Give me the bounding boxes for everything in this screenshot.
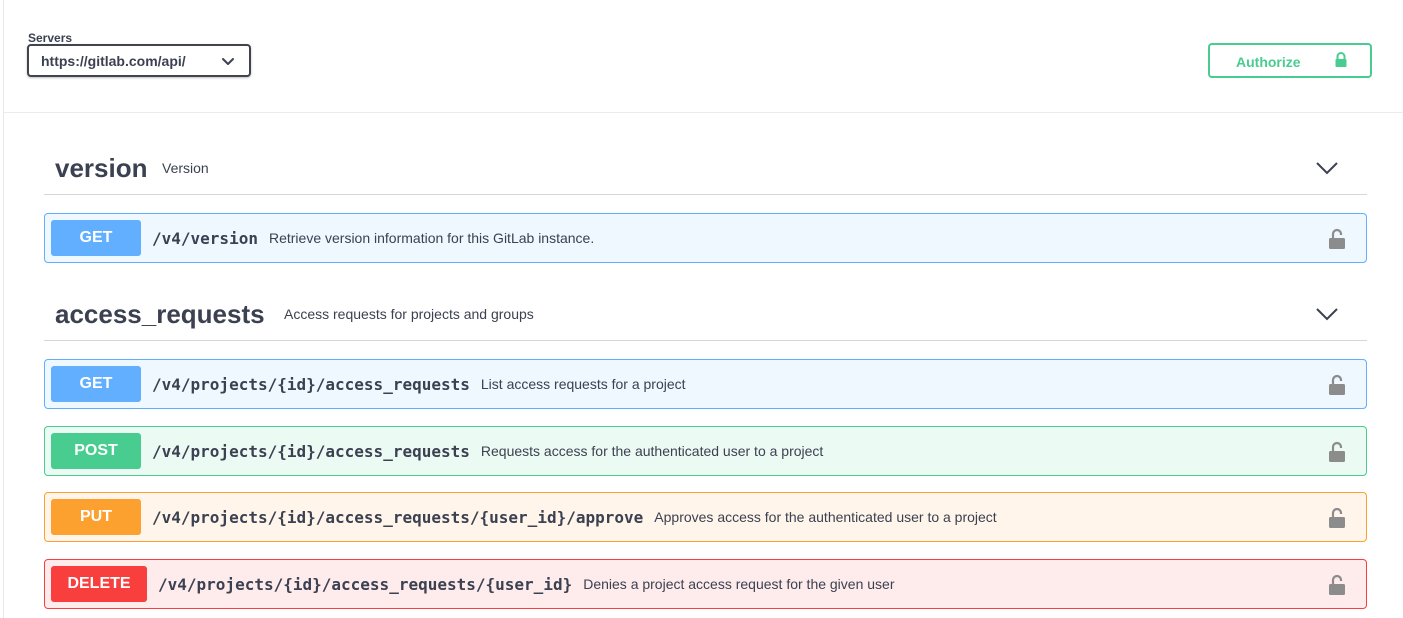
operation-summary: Requests access for the authenticated us…: [480, 443, 824, 459]
tag-title: access_requests: [55, 299, 265, 329]
unlocked-padlock-icon[interactable]: [1328, 507, 1346, 529]
unlocked-padlock-icon[interactable]: [1328, 228, 1346, 250]
chevron-down-icon[interactable]: [1315, 306, 1339, 322]
tag-title: version: [55, 153, 148, 183]
operation-put-approve-access-request[interactable]: PUT /v4/projects/{id}/access_requests/{u…: [44, 492, 1367, 542]
operation-path: /v4/projects/{id}/access_requests: [152, 374, 470, 394]
servers-label: Servers: [28, 31, 73, 45]
authorize-button[interactable]: Authorize: [1208, 43, 1372, 78]
method-badge: POST: [51, 433, 141, 469]
unlocked-padlock-icon[interactable]: [1328, 374, 1346, 396]
operation-summary: Approves access for the authenticated us…: [654, 509, 997, 525]
tag-description: Access requests for projects and groups: [284, 306, 534, 322]
operation-post-access-requests[interactable]: POST /v4/projects/{id}/access_requests R…: [44, 426, 1367, 476]
tag-header-access-requests[interactable]: access_requests Access requests for proj…: [44, 288, 1367, 341]
operation-path: /v4/projects/{id}/access_requests/{user_…: [152, 507, 644, 527]
operation-summary: Denies a project access request for the …: [583, 576, 895, 592]
chevron-down-icon: [222, 58, 234, 65]
method-badge: GET: [51, 220, 141, 256]
operation-path: /v4/projects/{id}/access_requests: [152, 441, 470, 461]
operation-summary: List access requests for a project: [480, 376, 686, 392]
lock-icon: [1335, 52, 1347, 67]
operation-path: /v4/projects/{id}/access_requests/{user_…: [158, 574, 573, 594]
servers-select[interactable]: https://gitlab.com/api/: [27, 44, 251, 77]
method-badge: GET: [51, 366, 141, 402]
unlocked-padlock-icon[interactable]: [1328, 441, 1346, 463]
tag-header-version[interactable]: version Version: [44, 142, 1367, 195]
authorize-label: Authorize: [1236, 54, 1301, 70]
operation-delete-access-request[interactable]: DELETE /v4/projects/{id}/access_requests…: [44, 559, 1367, 609]
operation-summary: Retrieve version information for this Gi…: [268, 230, 595, 246]
operation-get-version[interactable]: GET /v4/version Retrieve version informa…: [44, 213, 1367, 263]
tag-section-access-requests: access_requests Access requests for proj…: [44, 288, 1367, 341]
method-badge: PUT: [51, 499, 141, 535]
method-badge: DELETE: [51, 566, 147, 602]
unlocked-padlock-icon[interactable]: [1328, 574, 1346, 596]
tag-description: Version: [162, 160, 209, 176]
page-left-border: [3, 0, 4, 618]
tag-section-version: version Version: [44, 142, 1367, 195]
chevron-down-icon[interactable]: [1315, 160, 1339, 176]
operation-path: /v4/version: [152, 228, 258, 248]
operation-get-access-requests[interactable]: GET /v4/projects/{id}/access_requests Li…: [44, 359, 1367, 409]
servers-selected-value: https://gitlab.com/api/: [41, 52, 186, 69]
scheme-container: Servers https://gitlab.com/api/ Authoriz…: [4, 0, 1403, 113]
